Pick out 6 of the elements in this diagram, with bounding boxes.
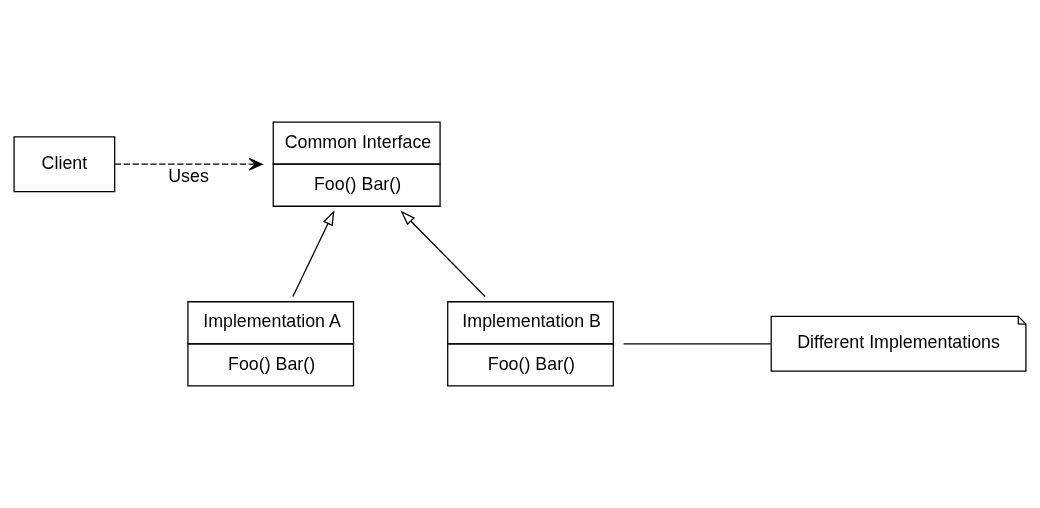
edge-label: Uses	[168, 166, 209, 187]
node-box: Client	[13, 136, 116, 193]
arrow	[292, 210, 335, 298]
arrow	[400, 210, 486, 298]
connector	[622, 343, 772, 345]
arrow	[114, 157, 263, 171]
